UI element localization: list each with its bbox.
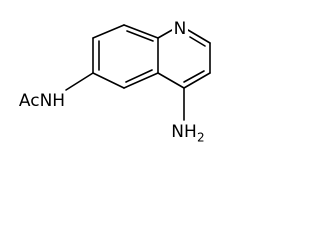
molecule-canvas: N AcNH NH 2: [18, 19, 211, 145]
double-bond-c3-c4: [183, 70, 205, 83]
bond-c4-c4a: [157, 72, 185, 89]
substituent-bonds: [65, 72, 185, 121]
pyridine-ring: [157, 29, 211, 89]
bond-c3-c4: [183, 72, 211, 89]
atom-labels: N AcNH NH 2: [19, 19, 205, 145]
bond-n1-c2: [187, 29, 211, 44]
amino-label: NH 2: [171, 122, 204, 145]
bond-c6-c5: [92, 72, 125, 89]
ring-nitrogen-label: N: [174, 19, 187, 39]
double-bond-c8-c8a: [126, 30, 154, 42]
benzene-ring: [92, 24, 159, 89]
bond-c8-c7: [92, 24, 125, 39]
bond-c5-c4a: [123, 72, 159, 89]
bond-c8a-n1: [157, 29, 173, 39]
bond-c6-nh: [65, 72, 94, 91]
double-bond-n1-c2: [189, 36, 206, 47]
bond-c8a-c8: [123, 24, 159, 39]
amino-subscript-label: 2: [197, 131, 205, 145]
acetamido-label: AcNH: [19, 91, 65, 111]
double-bond-c5-c4a: [125, 69, 153, 83]
structure-drawing: N AcNH NH 2: [19, 19, 211, 145]
amino-nh-label: NH: [171, 122, 197, 142]
